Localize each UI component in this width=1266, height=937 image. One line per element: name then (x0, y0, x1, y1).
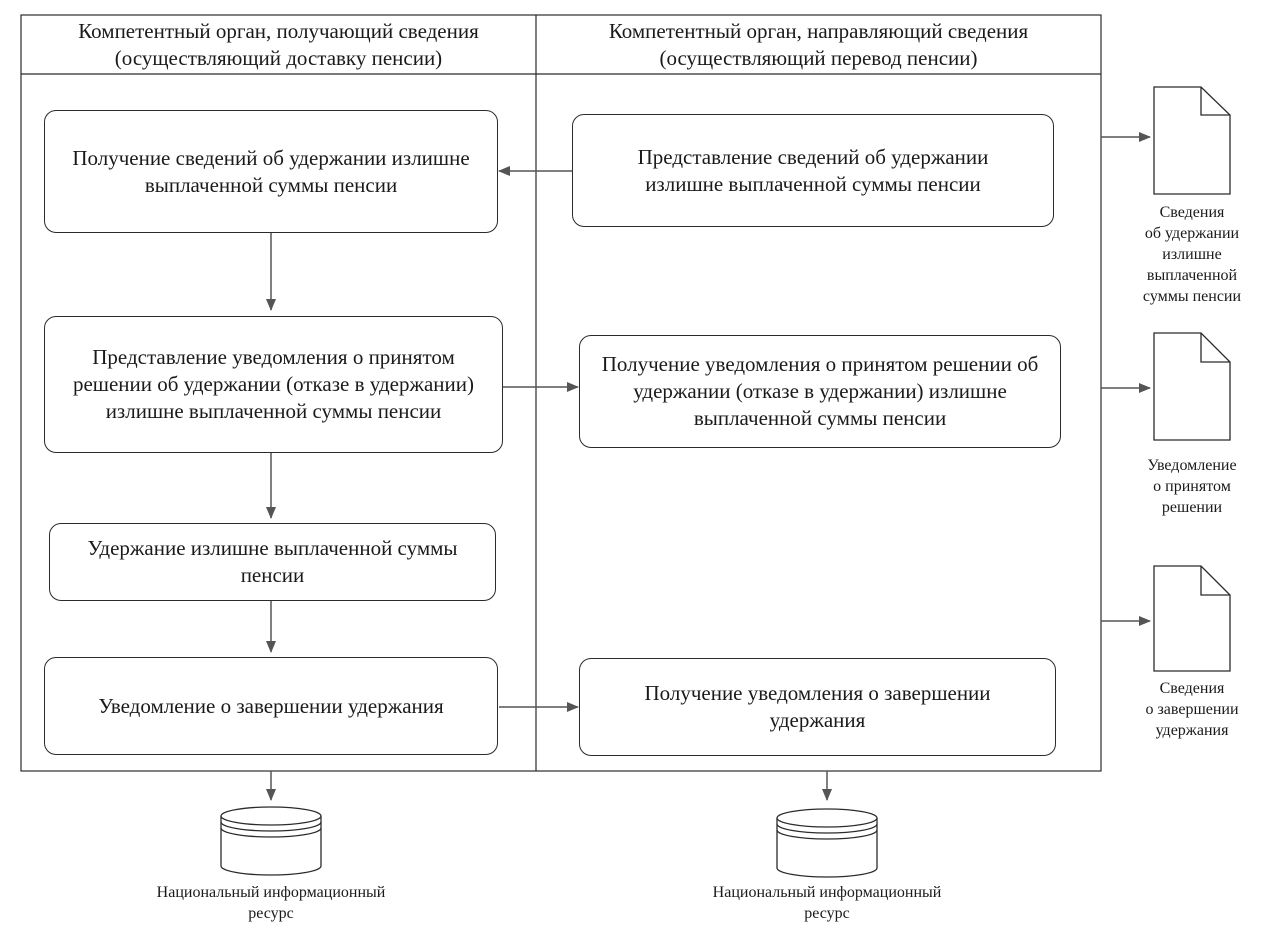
document-icon (1153, 565, 1231, 672)
process-step: Уведомление о завершении удержания (44, 657, 498, 755)
process-step: Получение уведомления о принятом решении… (579, 335, 1061, 448)
process-step: Получение сведений об удержании излишне … (44, 110, 498, 233)
document-icon (1153, 332, 1231, 441)
database-icon (776, 808, 878, 878)
swimlane-frame (20, 14, 1102, 772)
process-step: Получение уведомления о завершении удерж… (579, 658, 1056, 756)
process-step: Представление уведомления о принятом реш… (44, 316, 503, 453)
document-icon (1153, 86, 1231, 195)
document-label: Уведомление о принятом решении (1147, 457, 1237, 516)
process-step: Представление сведений об удержании изли… (572, 114, 1054, 227)
document-label: Сведения об удержании излишне выплаченно… (1142, 204, 1242, 305)
database-label: Национальный информационный ресурс (712, 884, 942, 922)
lane-header-left: Компетентный орган, получающий сведения … (78, 19, 479, 70)
database-label: Национальный информационный ресурс (156, 884, 386, 922)
document-label: Сведения о завершении удержания (1145, 680, 1239, 739)
process-step: Удержание излишне выплаченной суммы пенс… (49, 523, 496, 601)
lane-header-right: Компетентный орган, направляющий сведени… (608, 19, 1029, 70)
database-icon (220, 806, 322, 876)
